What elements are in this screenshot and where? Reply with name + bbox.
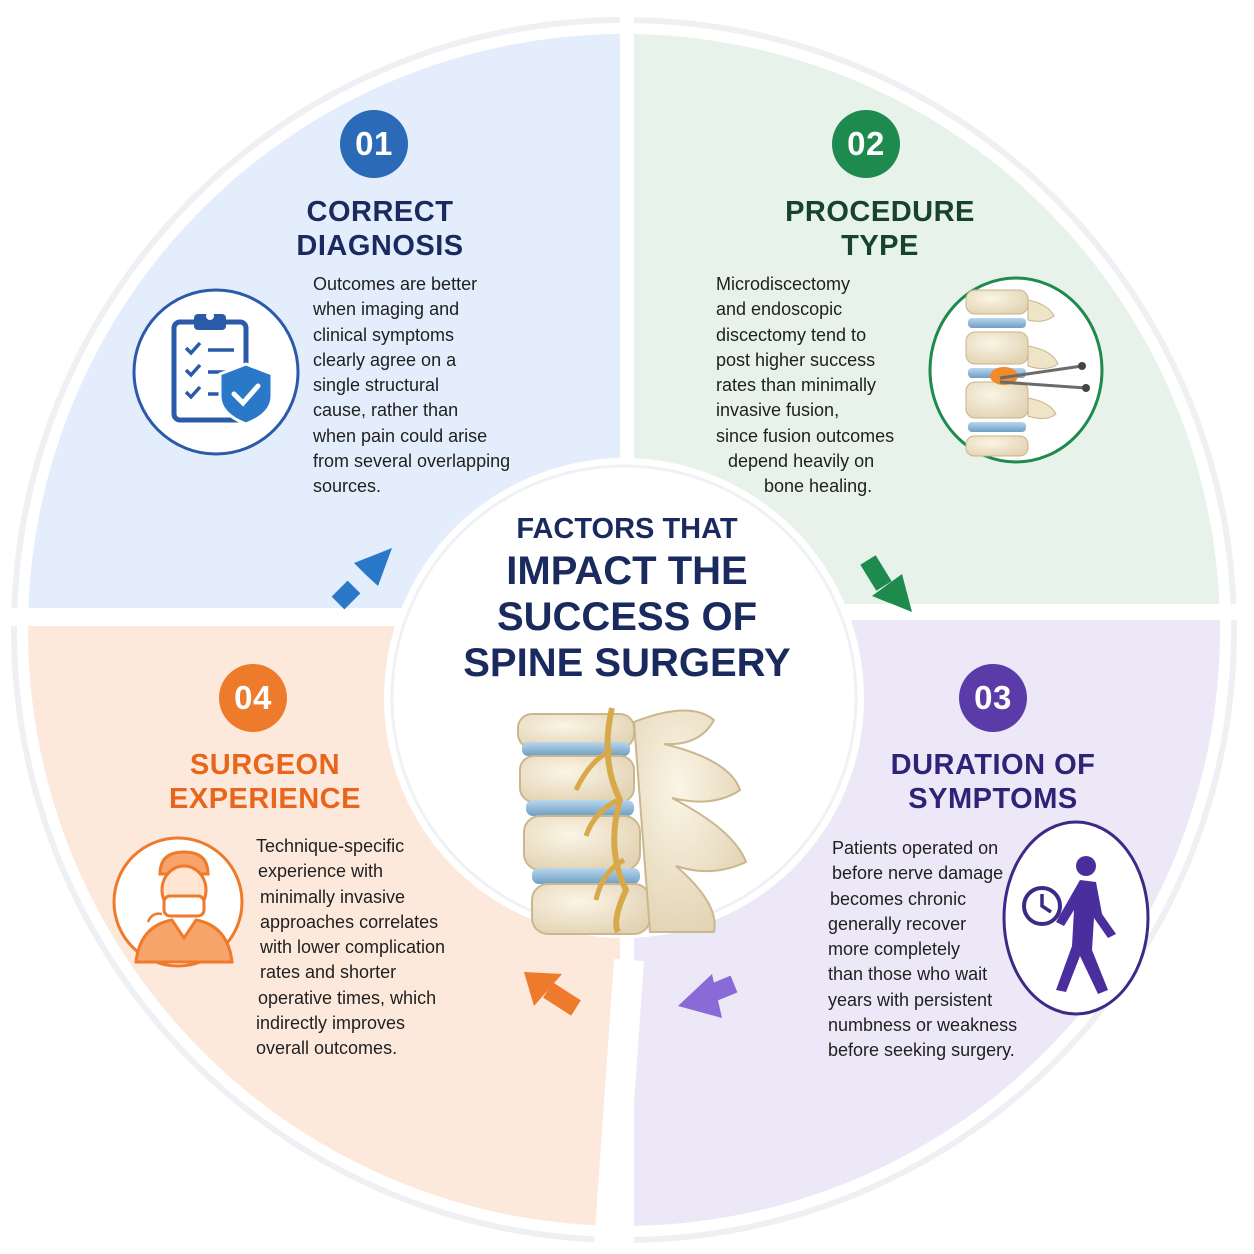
factor-title: SURGEON EXPERIENCE [150, 748, 380, 816]
description-line: depend heavily on [728, 451, 875, 472]
description-line: post higher success [716, 349, 876, 370]
description-line: from several overlapping [313, 451, 511, 472]
description-line: experience with [258, 861, 384, 882]
factor-title-line: SURGEON [189, 749, 341, 781]
description-line: Outcomes are better [313, 274, 478, 294]
center-title-line-4: SPINE SURGERY [463, 641, 791, 685]
factor-title: CORRECT DIAGNOSIS [270, 195, 490, 263]
description-line: minimally invasive [260, 886, 406, 907]
factor-title-line: EXPERIENCE [169, 783, 361, 815]
factor-title-line: SYMPTOMS [908, 783, 1078, 815]
factor-number-badge: 02 [832, 110, 900, 178]
arrow-down-right-icon [860, 555, 912, 612]
description-line: than those who wait [828, 964, 988, 985]
clipboard-shield-icon [132, 288, 300, 456]
description-line: cause, rather than [313, 400, 459, 421]
surgeon-icon [112, 836, 244, 968]
center-title-line-1: FACTORS THAT [516, 513, 738, 545]
description-line: overall outcomes. [256, 1038, 398, 1059]
factor-number-badge: 01 [340, 110, 408, 178]
description-line: single structural [313, 375, 440, 396]
description-line: Technique-specific [256, 836, 405, 856]
factor-title-line: DURATION OF [890, 749, 1096, 781]
description-line: rates and shorter [260, 962, 397, 983]
description-line: since fusion outcomes [716, 425, 895, 446]
description-line: discectomy tend to [716, 324, 867, 345]
description-line: and endoscopic [716, 299, 843, 320]
arrow-up-left-icon [524, 972, 581, 1016]
description-line: bone healing. [764, 476, 873, 497]
center-title: FACTORS THAT IMPACT THE SUCCESS OF SPINE… [420, 510, 834, 686]
description-line: Microdiscectomy [716, 274, 851, 294]
description-line: years with persistent [828, 989, 993, 1010]
spine-procedure-icon [928, 276, 1104, 464]
factor-title: DURATION OF SYMPTOMS [866, 748, 1120, 816]
description-line: operative times, which [258, 987, 437, 1008]
factor-description: Outcomes are better when imaging and cli… [313, 272, 510, 500]
description-line: invasive fusion, [716, 400, 840, 421]
spine-illustration [517, 707, 748, 935]
center-title-line-2: IMPACT THE [506, 549, 748, 593]
arrow-up-right-icon [331, 548, 392, 610]
factor-title-line: CORRECT [306, 196, 454, 228]
description-line: with lower complication [260, 937, 446, 958]
description-line: Patients operated on [832, 838, 999, 858]
factor-number-badge: 03 [959, 664, 1027, 732]
arrow-down-left-icon [678, 974, 738, 1018]
description-line: when imaging and [313, 299, 460, 320]
factor-description: Microdiscectomy and endoscopic discectom… [716, 272, 894, 500]
factor-title-line: PROCEDURE [785, 196, 975, 228]
description-line: when pain could arise [313, 425, 488, 446]
center-title-line-3: SUCCESS OF [496, 595, 758, 639]
factor-title-line: DIAGNOSIS [296, 230, 464, 262]
description-line: numbness or weakness [828, 1015, 1018, 1036]
description-line: becomes chronic [830, 888, 967, 909]
description-line: more completely [828, 939, 961, 960]
description-line: before seeking surgery. [828, 1040, 1015, 1061]
factor-title: PROCEDURE TYPE [760, 195, 1000, 263]
factor-description: Patients operated on before nerve damage… [828, 836, 1017, 1064]
description-line: sources. [313, 476, 382, 497]
description-line: before nerve damage [832, 863, 1004, 884]
factor-title-line: TYPE [841, 230, 919, 262]
description-line: clearly agree on a [313, 349, 457, 370]
description-line: indirectly improves [256, 1013, 406, 1034]
factor-description: Technique-specific experience with minim… [256, 834, 445, 1062]
description-line: generally recover [828, 913, 967, 934]
description-line: clinical symptoms [313, 324, 455, 345]
clock-walking-person-icon [1002, 820, 1150, 1016]
factor-number-badge: 04 [219, 664, 287, 732]
description-line: rates than minimally [716, 375, 877, 396]
description-line: approaches correlates [260, 911, 439, 932]
